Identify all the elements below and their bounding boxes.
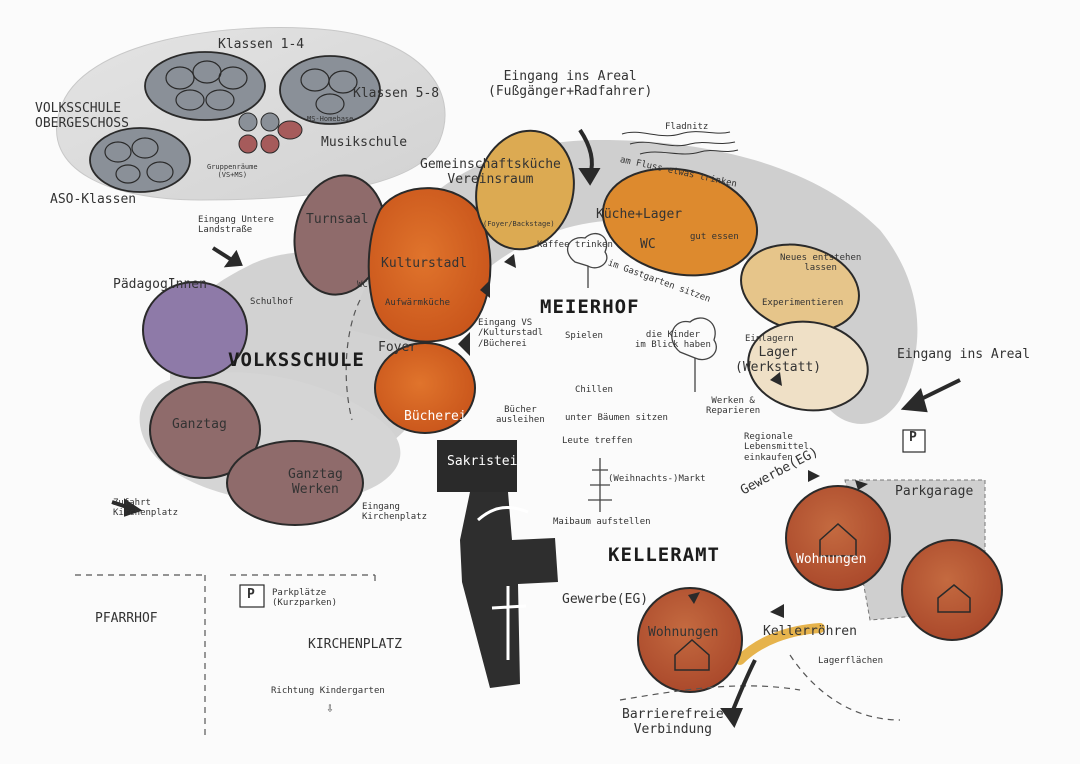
label-fladnitz: Fladnitz [665, 122, 709, 132]
cross-icon [491, 586, 527, 660]
label-volksschule-og: VOLKSSCHULE OBERGESCHOSS [35, 101, 129, 131]
kellerroehren-path [735, 623, 825, 665]
classroom-cluster-1-4 [144, 51, 266, 121]
dashed-paths [75, 299, 901, 740]
kulturstadl-building [367, 187, 492, 343]
label-wc-1: WC [640, 237, 656, 252]
label-lager-werkstatt: Lager (Werkstatt) [735, 345, 822, 375]
label-klassen-1-4: Klassen 1-4 [218, 37, 305, 52]
label-parkplaetze: Parkplätze (Kurzparken) [272, 588, 338, 609]
river-lines [621, 131, 739, 155]
label-kueche-lager: Küche+Lager [596, 207, 683, 222]
label-volksschule: VOLKSSCHULE [228, 349, 365, 371]
parking-sign-right: P [909, 430, 917, 445]
wohnungen-building-1 [785, 485, 891, 591]
gemeinschaftskueche-building [475, 129, 575, 251]
label-wohnungen-2: Wohnungen [648, 625, 719, 640]
label-ganztag: Ganztag [172, 417, 227, 432]
parking-sign-left: P [247, 587, 255, 602]
label-foyer: Foyer [378, 340, 418, 355]
label-aso-klassen: ASO-Klassen [50, 192, 137, 207]
label-wc-2: WC [357, 280, 368, 290]
arrow-down-icon: ⇩ [326, 701, 334, 716]
entry-markers [458, 254, 868, 618]
sakristei-building [437, 440, 517, 492]
label-eingang-areal-top: Eingang ins Areal (Fußgänger+Radfahrer) [488, 69, 653, 99]
label-musikschule: Musikschule [321, 135, 408, 150]
label-kirchenplatz: KIRCHENPLATZ [308, 637, 402, 652]
ganztag-werken-building [226, 440, 364, 526]
label-neues-entstehen: Neues entstehen lassen [780, 253, 862, 274]
label-wohnungen-1: Wohnungen [796, 552, 867, 567]
label-parkgarage: Parkgarage [895, 484, 974, 499]
parking-icon-left [239, 584, 265, 608]
label-foyer-backstage: (Foyer/Backstage) [483, 220, 555, 228]
label-kulturstadl: Kulturstadl [381, 256, 468, 271]
label-experimentieren: Experimentieren [762, 298, 844, 308]
arrow-icon-church [477, 506, 529, 522]
kueche-lager-building [601, 167, 759, 277]
tree-icons [566, 233, 717, 512]
label-regionale-lebensmittel: Regionale Lebensmittel einkaufen [744, 432, 810, 463]
label-gruppenraeume: Gruppenräume (VS+MS) [207, 163, 258, 180]
label-die-kinder: die Kinder im Blick haben [635, 330, 711, 351]
label-eingang-kirchenplatz: Eingang Kirchenplatz [362, 502, 428, 523]
label-turnsaal: Turnsaal [306, 212, 369, 227]
label-eingang-areal-right: Eingang ins Areal [897, 347, 1031, 362]
parking-icon-right [902, 429, 926, 453]
label-zufahrt-kirchenplatz: Zufahrt Kirchenplatz [113, 498, 179, 519]
label-eingang-vs: Eingang VS /Kulturstadl /Bücherei [478, 318, 544, 349]
label-kelleramt: KELLERAMT [608, 544, 720, 566]
label-eingang-untere: Eingang Untere Landstraße [198, 215, 274, 236]
label-sakristei: Sakristei [447, 454, 518, 469]
label-spielen: Spielen [565, 331, 603, 341]
label-richtung-kindergarten: Richtung Kindergarten [271, 686, 385, 696]
label-kaffee-trinken: Kaffee trinken [537, 240, 613, 250]
lager-werkstatt-building [747, 320, 869, 412]
classroom-circles [104, 60, 358, 184]
label-leute-treffen: Leute treffen [562, 436, 633, 446]
label-paedagoginnen: PädagogInnen [113, 277, 207, 292]
label-aufwaermkueche: Aufwärmküche [385, 298, 451, 308]
paedagoginnen-building [142, 281, 248, 379]
label-chillen: Chillen [575, 385, 613, 395]
parking-garage-building [901, 539, 1003, 641]
ganztag-building [149, 381, 261, 479]
label-ms-homebase: MS-Homebase [307, 115, 354, 123]
label-lagerflaechen: Lagerflächen [818, 656, 884, 666]
group-rooms [238, 112, 303, 154]
label-gut-essen: gut essen [690, 232, 739, 242]
wohnungen-building-2 [637, 587, 743, 693]
label-schulhof: Schulhof [250, 297, 294, 307]
label-buecher-ausleihen: Bücher ausleihen [496, 405, 545, 426]
buecherei-building [374, 342, 476, 434]
arrow-icons [111, 128, 961, 729]
label-ganztag-werken: Ganztag Werken [288, 467, 343, 497]
label-gemeinschaftskueche: Gemeinschaftsküche Vereinsraum [420, 157, 561, 187]
label-buecherei: Bücherei [404, 409, 467, 424]
label-einlagern: Einlagern [745, 334, 794, 344]
label-weihnachtsmarkt: (Weihnachts-)Markt [608, 474, 706, 484]
label-maibaum: Maibaum aufstellen [553, 517, 651, 527]
label-meierhof: MEIERHOF [540, 296, 640, 318]
house-icons [674, 522, 971, 671]
label-pfarrhof: PFARRHOF [95, 611, 158, 626]
label-werken-reparieren: Werken & Reparieren [706, 396, 761, 417]
label-unter-baeumen: unter Bäumen sitzen [565, 413, 668, 423]
label-kellerroehren: Kellerröhren [763, 624, 857, 639]
aso-classroom-cluster [89, 127, 191, 193]
label-gewerbe-eg-2: Gewerbe(EG) [562, 592, 649, 607]
label-barrierefreie: Barrierefreie Verbindung [622, 707, 724, 737]
label-klassen-5-8: Klassen 5-8 [353, 86, 440, 101]
